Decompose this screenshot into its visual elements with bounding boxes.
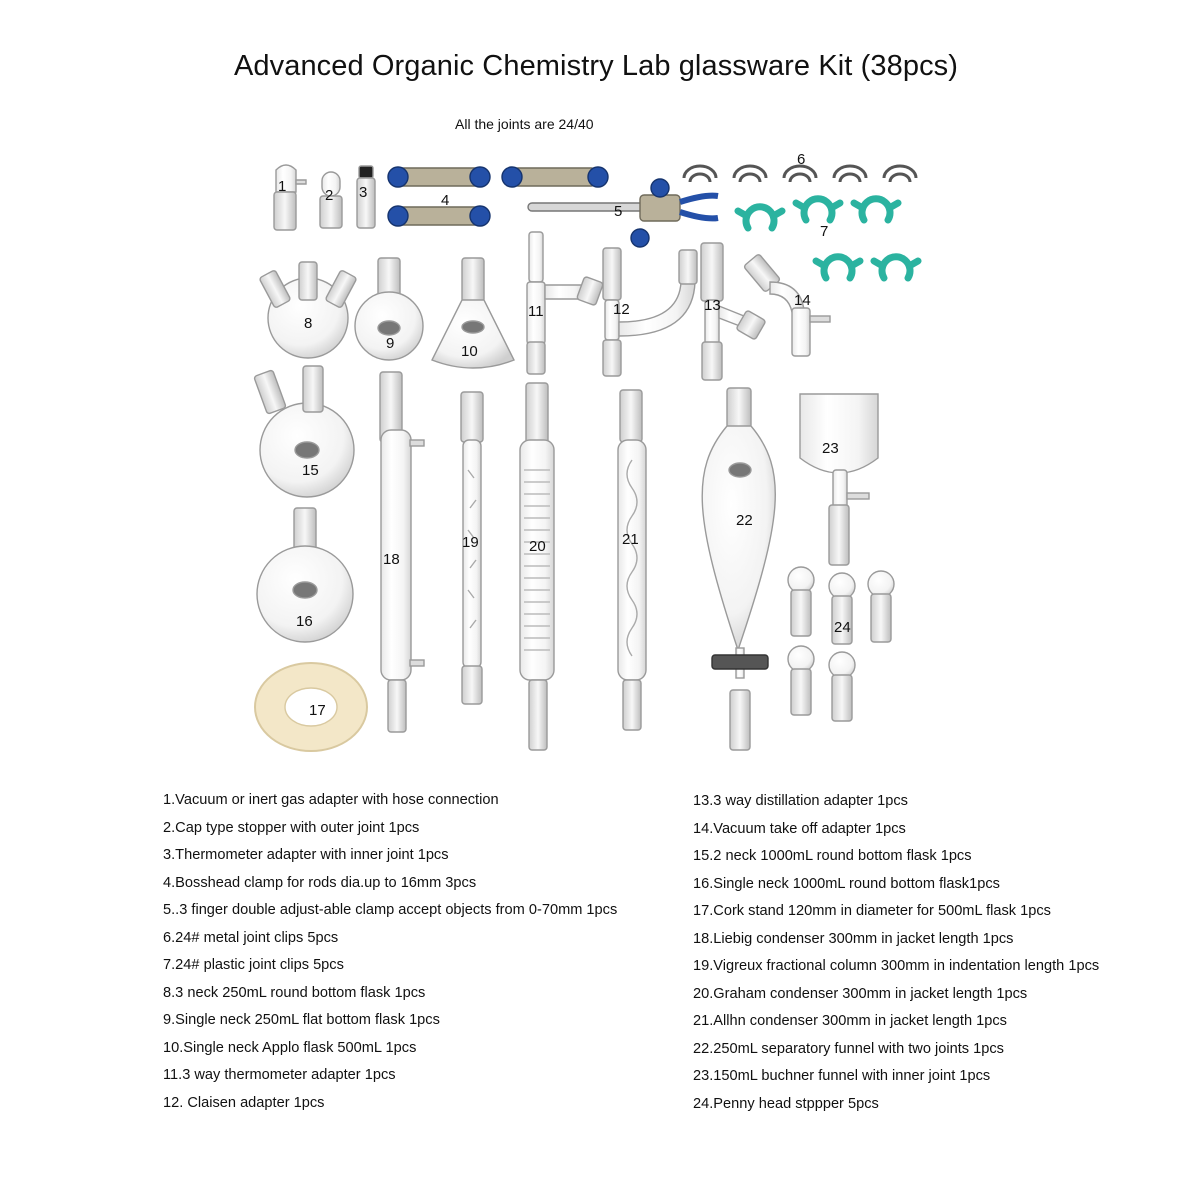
label-19: 19 bbox=[462, 534, 479, 551]
thermometer-adapter-3 bbox=[356, 165, 376, 229]
list-item: 19.Vigreux fractional column 300mm in in… bbox=[693, 958, 1100, 974]
cork-ring-17 bbox=[254, 662, 368, 752]
parts-list-right: 13.3 way distillation adapter 1pcs 14.Va… bbox=[693, 788, 1099, 1118]
label-9: 9 bbox=[386, 335, 394, 352]
label-11: 11 bbox=[528, 303, 544, 320]
three-way-thermometer-adapter-11 bbox=[526, 231, 604, 375]
list-item: 22.250mL separatory funnel with two join… bbox=[693, 1040, 1004, 1057]
label-16: 16 bbox=[296, 613, 313, 630]
joints-note: All the joints are 24/40 bbox=[455, 116, 594, 132]
two-neck-flask-15 bbox=[253, 365, 355, 498]
list-item: 12. Claisen adapter 1pcs bbox=[163, 1094, 325, 1111]
label-20: 20 bbox=[529, 538, 546, 555]
label-10: 10 bbox=[461, 343, 478, 360]
graham-condenser-20 bbox=[519, 382, 555, 751]
vacuum-take-off-adapter-14 bbox=[743, 254, 831, 357]
list-item: 3.Thermometer adapter with inner joint 1… bbox=[163, 847, 449, 863]
list-item: 7.24# plastic joint clips 5pcs bbox=[163, 957, 344, 973]
label-24: 24 bbox=[834, 619, 851, 636]
list-item: 2.Cap type stopper with outer joint 1pcs bbox=[163, 819, 420, 836]
list-item: 15.2 neck 1000mL round bottom flask 1pcs bbox=[693, 848, 972, 864]
label-2: 2 bbox=[325, 187, 333, 204]
list-item: 10.Single neck Applo flask 500mL 1pcs bbox=[163, 1039, 417, 1056]
metal-joint-clips-6 bbox=[682, 164, 918, 183]
list-item: 24.Penny head stppper 5pcs bbox=[693, 1095, 879, 1112]
label-1: 1 bbox=[278, 178, 286, 195]
allihn-condenser-21 bbox=[617, 389, 647, 731]
label-23: 23 bbox=[822, 440, 839, 457]
label-7: 7 bbox=[820, 223, 828, 240]
list-item: 5..3 finger double adjust-able clamp acc… bbox=[163, 902, 618, 918]
label-21: 21 bbox=[622, 531, 639, 548]
list-item: 4.Bosshead clamp for rods dia.up to 16mm… bbox=[163, 874, 477, 891]
label-5: 5 bbox=[614, 203, 622, 220]
label-12: 12 bbox=[613, 301, 630, 318]
separatory-funnel-22 bbox=[701, 387, 776, 751]
label-3: 3 bbox=[359, 184, 367, 201]
label-15: 15 bbox=[302, 462, 319, 479]
label-13: 13 bbox=[704, 297, 721, 314]
liebig-condenser-18 bbox=[379, 371, 425, 733]
three-neck-flask-8 bbox=[259, 261, 357, 359]
single-neck-flask-16 bbox=[256, 507, 354, 643]
applo-flask-10 bbox=[431, 257, 515, 369]
list-item: 9.Single neck 250mL flat bottom flask 1p… bbox=[163, 1012, 440, 1028]
list-item: 1.Vacuum or inert gas adapter with hose … bbox=[163, 792, 499, 808]
list-item: 13.3 way distillation adapter 1pcs bbox=[693, 793, 908, 809]
bosshead-clamps-4 bbox=[387, 166, 609, 227]
label-8: 8 bbox=[304, 315, 312, 332]
plastic-joint-clips-7 bbox=[734, 195, 922, 282]
claisen-adapter-12 bbox=[602, 247, 698, 377]
label-14: 14 bbox=[794, 292, 811, 309]
vacuum-adapter-1 bbox=[273, 164, 307, 231]
vigreux-column-19 bbox=[460, 391, 484, 705]
parts-list-left: 1.Vacuum or inert gas adapter with hose … bbox=[163, 787, 617, 1117]
list-item: 11.3 way thermometer adapter 1pcs bbox=[163, 1067, 396, 1083]
list-item: 8.3 neck 250mL round bottom flask 1pcs bbox=[163, 984, 426, 1001]
label-17: 17 bbox=[309, 702, 326, 719]
label-4: 4 bbox=[441, 192, 449, 209]
label-22: 22 bbox=[736, 512, 753, 529]
cap-stopper-2 bbox=[319, 171, 343, 229]
list-item: 20.Graham condenser 300mm in jacket leng… bbox=[693, 985, 1028, 1002]
list-item: 21.Allhn condenser 300mm in jacket lengt… bbox=[693, 1013, 1007, 1029]
list-item: 16.Single neck 1000mL round bottom flask… bbox=[693, 875, 1000, 892]
penny-head-stoppers-24 bbox=[787, 566, 895, 722]
flat-bottom-flask-9 bbox=[354, 257, 424, 361]
page-title: Advanced Organic Chemistry Lab glassware… bbox=[233, 50, 959, 82]
list-item: 17.Cork stand 120mm in diameter for 500m… bbox=[693, 903, 1051, 919]
label-18: 18 bbox=[383, 551, 400, 568]
list-item: 14.Vacuum take off adapter 1pcs bbox=[693, 820, 906, 837]
three-way-distillation-adapter-13 bbox=[700, 242, 766, 381]
label-6: 6 bbox=[797, 151, 805, 168]
list-item: 18.Liebig condenser 300mm in jacket leng… bbox=[693, 930, 1014, 947]
glassware-illustration: 1 2 3 4 5 6 7 8 9 10 11 12 13 14 15 16 1… bbox=[253, 151, 922, 752]
three-finger-clamp-5 bbox=[527, 178, 719, 248]
list-item: 23.150mL buchner funnel with inner joint… bbox=[693, 1068, 991, 1084]
buchner-funnel-23 bbox=[799, 393, 879, 566]
list-item: 6.24# metal joint clips 5pcs bbox=[163, 929, 339, 946]
